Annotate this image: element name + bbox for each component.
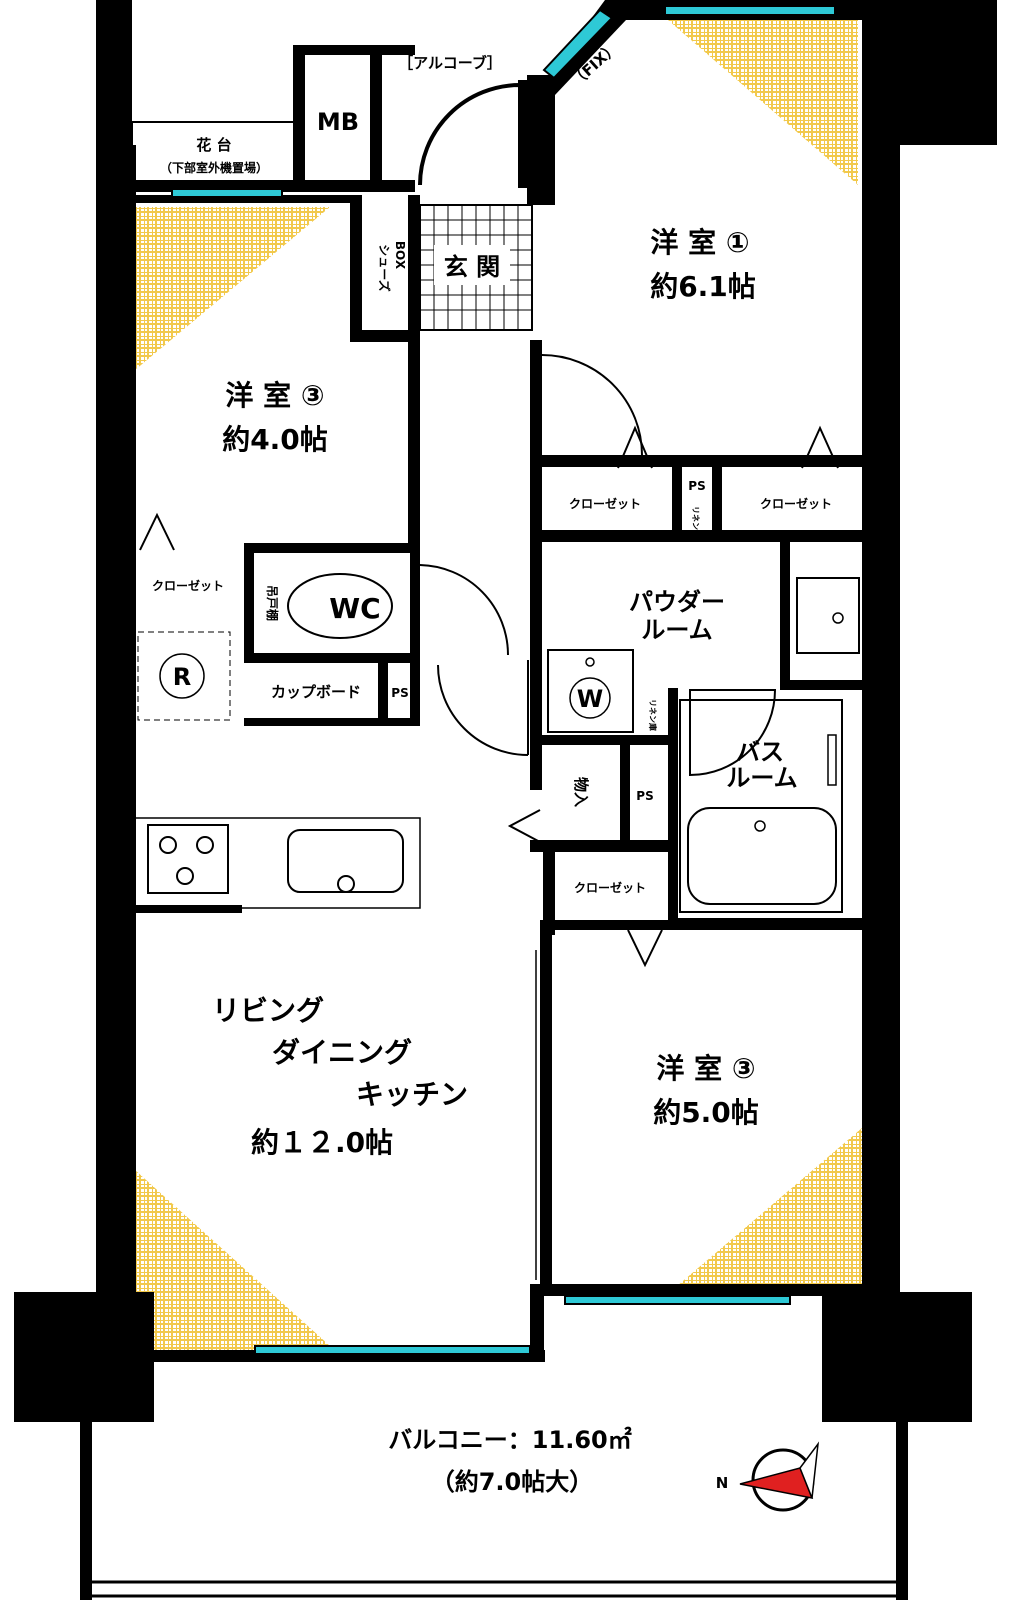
wc-label: WC xyxy=(329,592,380,625)
room3b-size: 約5.0帖 xyxy=(653,1096,759,1129)
entrance-label: 玄 関 xyxy=(444,253,500,281)
powder-room-line2: ルーム xyxy=(641,616,712,644)
closet-door-symbols xyxy=(139,425,839,968)
powder-room-line1: パウダー xyxy=(629,588,725,616)
washer-label: W xyxy=(577,685,603,713)
linen-label-1: リネン庫 xyxy=(691,506,701,538)
shoes-box-label-2: BOX xyxy=(393,241,407,270)
room3b-name: 洋 室 ③ xyxy=(656,1052,755,1085)
alcove-label: ［アルコーブ］ xyxy=(398,54,502,72)
room1-name: 洋 室 ① xyxy=(650,226,749,259)
flower-bed-label: 花 台 xyxy=(196,136,231,154)
interior-doors xyxy=(419,354,777,777)
closet-label-room3b: クローゼット xyxy=(574,880,646,895)
balcony-sub-label: （約7.0帖大） xyxy=(431,1468,594,1496)
ldk-line1: リビング xyxy=(212,994,324,1027)
fridge-space xyxy=(137,631,231,721)
ps-label-1: PS xyxy=(688,479,705,493)
ldk-line2: ダイニング xyxy=(272,1036,412,1069)
room3a-name: 洋 室 ③ xyxy=(225,379,324,412)
bathtub xyxy=(679,699,843,913)
flower-bed-note: （下部室外機置場） xyxy=(160,160,268,175)
washer-space xyxy=(547,649,634,733)
linen-label-2: リネン庫 xyxy=(648,699,658,731)
mb-label: MB xyxy=(317,108,359,136)
ps-label-3: PS xyxy=(636,789,653,803)
interior-walls xyxy=(132,340,864,1290)
shoes-box-label-1: シューズ xyxy=(377,244,392,291)
windows xyxy=(171,5,836,1355)
toilet xyxy=(287,573,393,639)
fridge-label: R xyxy=(173,663,191,691)
closet-label-room1-left: クローゼット xyxy=(569,496,641,511)
compass-north-label: N xyxy=(716,1474,729,1492)
ldk-size: 約１２.0帖 xyxy=(251,1126,393,1159)
balcony-label: バルコニー：11.60㎡ xyxy=(388,1426,631,1454)
balcony-railing xyxy=(80,1420,908,1600)
ps-label-2: PS xyxy=(391,686,408,700)
closet-label-room3a: クローゼット xyxy=(152,578,224,593)
outer-walls xyxy=(14,0,997,1422)
kitchen-counter xyxy=(131,817,421,909)
sunlight-hatch xyxy=(135,20,862,1355)
flower-bed-outline xyxy=(131,121,298,188)
sliding-door xyxy=(535,950,549,1280)
stove-burners xyxy=(159,836,214,885)
bath-room-line2: ルーム xyxy=(726,764,797,792)
room1-size: 約6.1帖 xyxy=(650,270,756,303)
bath-room-line1: バス xyxy=(736,738,784,766)
entrance-label-bg xyxy=(434,245,510,285)
ldk-line3: キッチン xyxy=(356,1078,468,1111)
room3a-size: 約4.0帖 xyxy=(222,423,328,456)
compass-icon xyxy=(739,1441,820,1512)
vanity-sink xyxy=(796,577,860,654)
hanging-shelf-label: 吊戸棚 xyxy=(265,585,280,621)
closet-label-room1-right: クローゼット xyxy=(760,496,832,511)
storage-room-label: 物入 xyxy=(572,777,590,807)
cupboard-label: カップボード xyxy=(271,683,361,701)
front-door[interactable] xyxy=(418,80,528,188)
